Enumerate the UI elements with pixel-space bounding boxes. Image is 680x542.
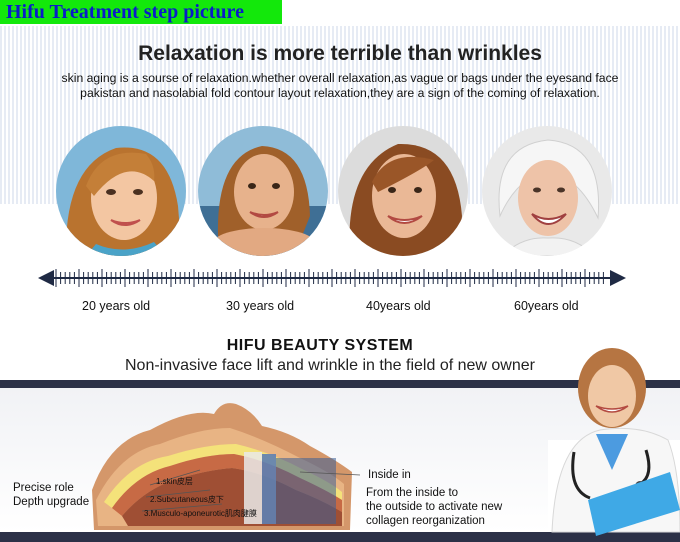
precision-note: Precise role Depth upgrade: [13, 481, 89, 509]
footer-bar: [0, 532, 680, 542]
face-photo-60: [482, 126, 612, 256]
inside-title: Inside in: [368, 469, 411, 481]
intro-text: skin aging is a sourse of relaxation.whe…: [40, 71, 640, 101]
timeline-left-arrow: [38, 270, 54, 286]
timeline-right-arrow: [610, 270, 626, 286]
headline: Relaxation is more terrible than wrinkle…: [138, 42, 542, 65]
intro-line-1: skin aging is a sourse of relaxation.whe…: [61, 71, 619, 85]
age-label-40: 40years old: [366, 299, 431, 313]
collagen-note-line-3: collagen reorganization: [366, 515, 485, 527]
page-banner: Hifu Treatment step picture: [0, 0, 282, 24]
collagen-note-line-2: the outside to activate new: [366, 501, 503, 513]
age-timeline: [38, 269, 626, 287]
face-photo-30: [198, 126, 328, 256]
system-subtitle: Non-invasive face lift and wrinkle in th…: [125, 357, 535, 374]
age-label-30: 30 years old: [226, 299, 295, 313]
age-label-60: 60years old: [514, 299, 579, 313]
age-label-20: 20 years old: [82, 299, 151, 313]
face-photo-40: [338, 126, 468, 256]
system-title: HIFU BEAUTY SYSTEM: [226, 337, 414, 354]
layer-label-musculo: 3.Musculo-aponeurotic肌肉腱膜: [144, 509, 257, 518]
collagen-note-line-1: From the inside to: [366, 487, 459, 499]
intro-line-2: pakistan and nasolabial fold contour lay…: [80, 86, 600, 100]
timeline-ticks: [55, 269, 604, 287]
face-photo-20: [56, 126, 186, 256]
collagen-note: From the inside to the outside to activa…: [366, 486, 502, 528]
precision-note-line-2: Depth upgrade: [13, 496, 90, 508]
divider-bar: [0, 380, 680, 388]
precision-note-line-1: Precise role: [13, 482, 74, 494]
layer-label-subcutaneous: 2.Subcutaneous皮下: [150, 495, 224, 504]
layer-label-skin: 1.skin皮层: [156, 477, 193, 486]
